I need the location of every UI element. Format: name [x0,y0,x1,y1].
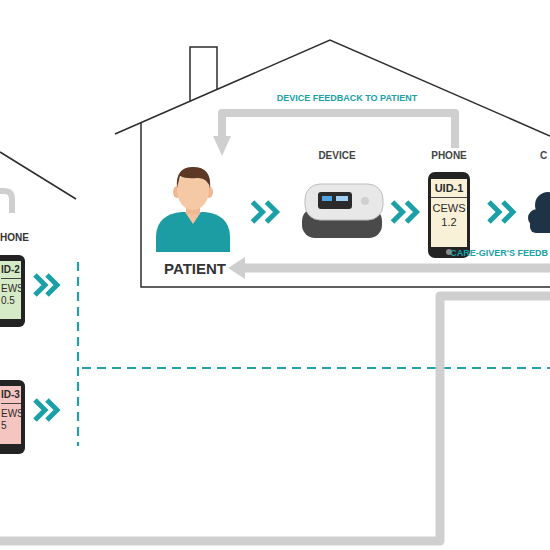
feedback-connector [222,113,455,148]
feedback-loop [0,296,550,541]
chevron-arrow [407,202,417,222]
feedback-arrow [0,191,12,213]
arrow-head [228,257,245,279]
cloud-service: C [528,148,550,248]
phone-screen: ID-3EWS5 [0,386,21,444]
patient-hair [177,167,210,188]
cloud-shape [530,214,550,233]
connector-path [385,212,424,213]
chevron-arrow [267,202,277,222]
device-heading: C [540,150,547,163]
patient-figure: PATIENT [150,160,240,278]
phone-body: ID-2EWS0.5 [0,255,25,327]
connector-label: DEVICE FEEDBACK TO PATIENT [277,93,418,104]
house-wall [141,123,550,287]
phone-device: ID-3EWS5 [0,380,30,456]
score-name: EWS [1,283,21,296]
dashed-divider [77,262,79,446]
house-roof [115,40,550,136]
score-value: 1.2 [431,216,467,230]
oximeter-button [361,197,369,205]
connector-path [240,212,289,213]
phone-id: UID-1 [431,182,467,198]
phone-id: ID-2 [1,264,21,279]
chevron-arrow [503,202,513,222]
phone-body: ID-3EWS5 [0,380,25,454]
chevron-arrow [489,202,499,222]
score-value: 0.5 [1,295,21,308]
phone-screen: ID-2EWS0.5 [0,261,21,319]
connector-path [222,113,455,148]
phone-body: UID-1CEWS1.2 [428,172,470,258]
phone-screen: UID-1CEWS1.2 [431,179,467,247]
score-value: 5 [1,420,21,433]
oximeter-body [305,184,383,220]
flow-connector [385,202,424,222]
house-chimney [190,47,217,101]
score-name: EWS [1,408,21,421]
chevron-arrow [253,202,263,222]
feedback-label: CARE-GIVER'S FEEDB [450,248,548,259]
phone-device: UID-1CEWS1.2 PHONE [424,148,474,260]
phone-device: ID-2EWS0.5 HONE [0,230,30,330]
oximeter-reading [336,196,348,201]
chevron-arrow [47,275,57,295]
phone-id: ID-3 [1,389,21,404]
flow-connector [474,202,528,222]
patient-label: PATIENT [150,260,240,279]
oximeter-screen [318,192,352,209]
device-heading: HONE [0,232,29,245]
chevron-arrow [35,275,45,295]
device-heading: DEVICE [289,150,385,163]
flow-connector [240,202,289,222]
device-heading: PHONE [424,150,474,163]
score-name: CEWS [431,202,467,216]
connector-path [474,212,528,213]
dashed-divider [82,367,550,369]
oximeter-reading [322,196,332,201]
chevron-arrow [47,400,57,420]
feedback-arrow [243,264,550,273]
oximeter-device: DEVICE [289,148,385,248]
chevron-arrow [393,202,403,222]
chevron-arrow [35,400,45,420]
patient-body [156,212,230,252]
